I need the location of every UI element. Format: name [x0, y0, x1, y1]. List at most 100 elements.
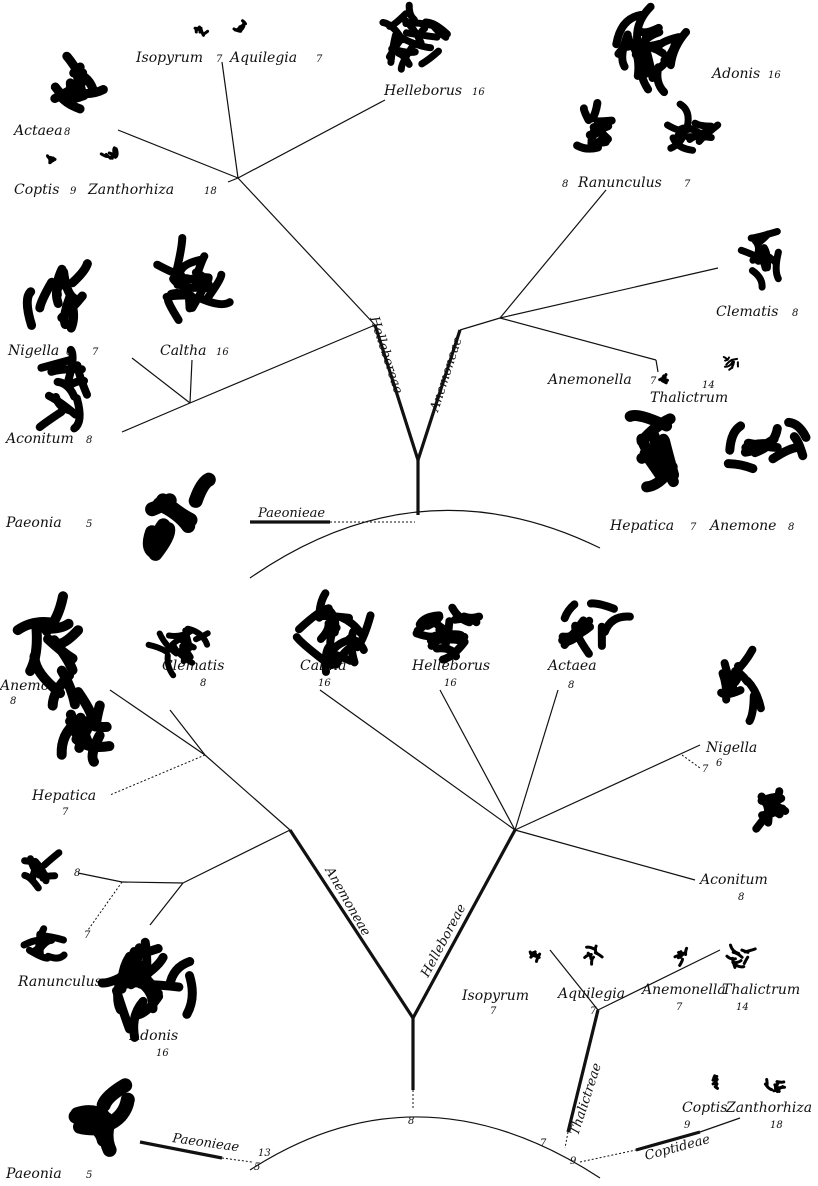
chromosome: [129, 996, 148, 1042]
upper-num-isopyrum: 7: [216, 54, 223, 65]
chromosome-cluster-lower-clematis: [145, 625, 211, 679]
chromosome: [635, 23, 663, 37]
chromosome-figures: [12, 1, 811, 1157]
chromosome: [405, 1, 418, 24]
chromosome: [634, 47, 660, 80]
chromosome-cluster-lower-thalictrum: [725, 943, 757, 969]
lower-num-helleborus: 16: [444, 678, 457, 689]
upper-tree: [117, 61, 719, 579]
chromosome-cluster-upper-actaea: [50, 51, 108, 114]
lower-num-coptis: 9: [684, 1120, 691, 1131]
upper-num-hepatica: 7: [690, 522, 697, 533]
chromosome-cluster-upper-clematis: [737, 228, 782, 291]
lower-num-base-center: 8: [408, 1116, 414, 1127]
chromosome: [48, 155, 57, 161]
chromosome: [397, 41, 418, 73]
lower-branch-paeonieae: [139, 1140, 223, 1160]
upper-tribe-helleboreae: Helleboreae: [366, 314, 406, 396]
lower-label-anemonella: Anemonella: [640, 982, 726, 998]
chromosome: [593, 951, 604, 959]
lower-num-ranunculus-b: 7: [84, 930, 91, 941]
chromosome: [169, 274, 205, 292]
chromosome: [761, 787, 784, 819]
chromosome: [730, 357, 739, 361]
upper-arc: [249, 509, 601, 579]
lower-tribe-helleboreae: Helleboreae: [418, 901, 470, 980]
chromosome: [439, 637, 469, 664]
chromosome-cluster-lower-ranunculus-b: [20, 925, 68, 962]
upper-num-actaea: 8: [64, 127, 70, 138]
lower-num-ranunculus-a: 8: [74, 868, 80, 879]
lower-arc: [249, 1116, 601, 1179]
upper-label-zanthorhiza: Zanthorhiza: [87, 182, 174, 198]
chromosome: [179, 645, 188, 665]
upper-num-paeonia: 5: [86, 519, 92, 530]
lower-num-nigella: 6: [716, 758, 723, 769]
chromosome: [585, 125, 607, 139]
chromosome: [641, 461, 678, 493]
chromosome: [96, 1078, 133, 1112]
chromosome-cluster-upper-caltha: [153, 234, 234, 324]
chromosome-cluster-upper-paeonia: [142, 472, 216, 561]
chromosome-cluster-upper-anemonella: [658, 373, 669, 385]
lower-num-hepatica: 7: [62, 807, 69, 818]
chromosome: [156, 493, 198, 527]
chromosome: [170, 641, 196, 666]
upper-label-actaea: Actaea: [12, 123, 63, 139]
chromosome-cluster-lower-helleborus: [412, 603, 484, 664]
chromosome: [164, 652, 177, 679]
chromosome: [773, 1083, 779, 1093]
chromosome: [177, 636, 197, 651]
chromosome-cluster-upper-nigella: [22, 259, 92, 333]
chromosome: [150, 518, 171, 556]
chromosome-cluster-lower-anemone: [12, 591, 84, 711]
upper-label-thalictrum: Thalictrum: [650, 390, 728, 406]
lower-tribe-paeonieae: Paeonieae: [170, 1131, 240, 1155]
chromosome: [600, 612, 634, 636]
upper-num-anemonella: 7: [650, 376, 657, 387]
upper-num-nigella-extra: 7: [92, 347, 99, 358]
chromosome: [653, 63, 669, 97]
lower-label-adonis: Adonis: [128, 1028, 178, 1044]
chromosome: [775, 1080, 786, 1084]
upper-num-zanthorhiza: 18: [204, 186, 217, 197]
chromosome: [667, 130, 688, 152]
chromosome: [633, 2, 655, 47]
lower-num-paeonieae-top: 13: [258, 1148, 271, 1159]
chromosome: [724, 356, 730, 362]
upper-tribe-anemoneae: Anemoneae: [427, 335, 466, 414]
upper-tribe-paeonieae: Paeonieae: [257, 506, 325, 521]
lower-label-coptis: Coptis: [682, 1100, 727, 1116]
chromosome: [99, 152, 109, 158]
chromosome: [47, 365, 86, 376]
chromosome-cluster-lower-anemonella: [673, 946, 689, 967]
lower-num-coptideae: 9: [570, 1156, 577, 1167]
lower-num-anemone: 8: [10, 696, 16, 707]
chromosome: [677, 124, 706, 138]
chromosome: [295, 604, 333, 634]
chromosome: [562, 616, 594, 647]
chromosome-cluster-upper-zanthorhiza: [99, 146, 119, 160]
chromosome: [38, 932, 67, 944]
chromosome: [742, 955, 750, 965]
lower-num-isopyrum: 7: [490, 1006, 497, 1017]
upper-label-nigella: Nigella: [7, 343, 59, 359]
upper-num-ranunculus: 7: [684, 179, 691, 190]
chromosome: [70, 394, 84, 433]
chromosome: [117, 947, 139, 994]
chromosome-cluster-lower-zanthorhiza: [763, 1078, 786, 1093]
chromosome-cluster-upper-aconitum: [35, 345, 91, 433]
lower-tree: [77, 689, 741, 1179]
lower-label-zanthorhiza: Zanthorhiza: [725, 1100, 812, 1116]
chromosome: [183, 285, 194, 313]
upper-label-helleborus: Helleborus: [383, 83, 462, 99]
chromosome-cluster-upper-ranunculus-a: [573, 99, 616, 153]
chromosome: [740, 948, 750, 954]
chromosome: [731, 950, 744, 959]
chromosome: [711, 1074, 719, 1082]
chromosome: [590, 955, 595, 966]
lower-label-isopyrum: Isopyrum: [461, 988, 529, 1004]
chromosome: [763, 1082, 774, 1092]
chromosome: [43, 634, 78, 664]
chromosome: [745, 691, 758, 725]
